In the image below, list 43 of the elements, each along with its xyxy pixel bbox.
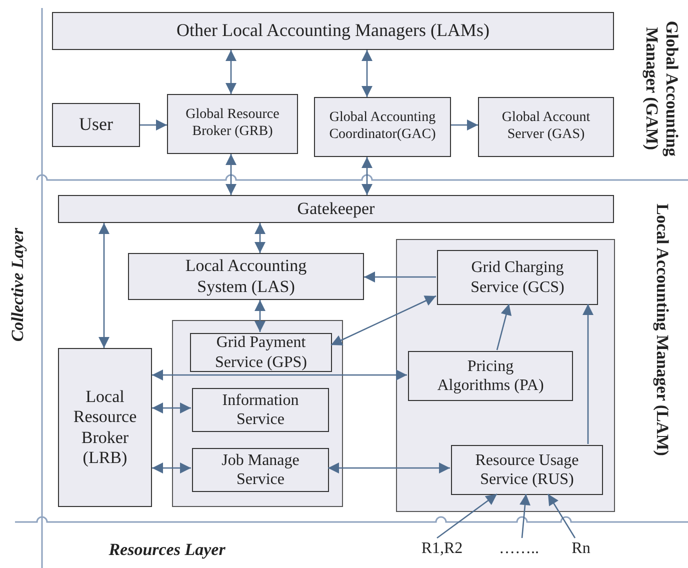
component-box: Job Manage Service bbox=[192, 448, 329, 492]
arrow bbox=[451, 120, 478, 130]
arrow bbox=[362, 50, 372, 97]
component-box: Grid Payment Service (GPS) bbox=[190, 333, 332, 372]
arrow bbox=[582, 304, 594, 444]
arrow bbox=[364, 272, 436, 282]
arrow bbox=[226, 154, 236, 195]
component-box: Local Resource Broker (LRB) bbox=[58, 348, 152, 507]
arrow bbox=[436, 493, 498, 539]
arrow bbox=[140, 120, 167, 130]
component-box: Gatekeeper bbox=[58, 195, 614, 223]
side-label: Local Accounting Manager (LAM) bbox=[652, 202, 672, 458]
arrow bbox=[254, 300, 266, 332]
group-box bbox=[172, 320, 343, 507]
arrow bbox=[98, 223, 110, 348]
component-box: Global Resource Broker (GRB) bbox=[167, 94, 298, 154]
arrow bbox=[496, 304, 512, 350]
component-box: Other Local Accounting Managers (LAMs) bbox=[52, 12, 614, 50]
component-box: Local Accounting System (LAS) bbox=[128, 253, 364, 300]
arrow bbox=[226, 50, 236, 94]
component-box: Information Service bbox=[192, 388, 329, 432]
arrow bbox=[152, 462, 191, 474]
component-box: Resource Usage Service (RUS) bbox=[451, 445, 603, 495]
arrow bbox=[362, 157, 372, 195]
component-box: Pricing Algorithms (PA) bbox=[408, 351, 573, 401]
arrow bbox=[520, 494, 530, 538]
resource-label: Rn bbox=[566, 538, 596, 560]
side-label: Collective Layer bbox=[8, 226, 28, 344]
component-box: User bbox=[52, 103, 140, 147]
arrow bbox=[152, 370, 407, 380]
arrow bbox=[330, 295, 436, 346]
layer-label: Resources Layer bbox=[108, 540, 226, 560]
resource-label: …….. bbox=[497, 538, 541, 560]
arrow bbox=[254, 223, 266, 253]
component-box: Grid Charging Service (GCS) bbox=[437, 250, 598, 305]
arrow bbox=[328, 462, 450, 474]
arrow bbox=[547, 494, 576, 538]
resource-label: R1,R2 bbox=[418, 538, 466, 560]
arrow bbox=[152, 402, 191, 414]
group-box bbox=[396, 239, 615, 512]
side-label: Global Accounting Manager (GAM) bbox=[642, 19, 682, 158]
component-box: Global Account Server (GAS) bbox=[478, 97, 614, 157]
component-box: Global Accounting Coordinator(GAC) bbox=[314, 97, 451, 157]
